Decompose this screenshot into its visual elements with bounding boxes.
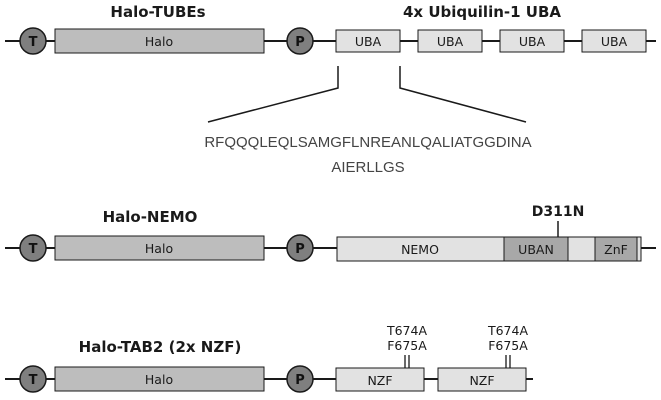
nzf-domain-1 (335, 367, 425, 392)
construct-halo-nemo: Halo-NEMO T Halo P NEMO UBAN ZnF D311N (5, 204, 656, 262)
nzf-domain-1-label: NZF (367, 373, 392, 388)
construct-halo-tab2: Halo-TAB2 (2x NZF) T Halo P NZF NZF T674… (5, 323, 533, 393)
p-tag-label: P (295, 373, 305, 388)
uban-domain (503, 236, 569, 262)
uba-domain-1 (335, 29, 401, 53)
uba-domain-4 (581, 29, 647, 53)
uba-domain-2-label: UBA (437, 34, 464, 49)
nemo-domain-label: NEMO (401, 242, 439, 257)
halo-domain (54, 28, 265, 54)
uba-domain-3 (499, 29, 565, 53)
nzf-domain-2-label: NZF (469, 373, 494, 388)
mutation-label-2-line-1: T674A (487, 323, 528, 338)
construct-halo-tubes: Halo-TUBEs 4x Ubiquilin-1 UBA T Halo P U… (5, 3, 656, 176)
p-tag-circle (286, 234, 314, 262)
t-tag-label: T (29, 35, 38, 50)
t-tag-circle (19, 365, 47, 393)
t-tag-circle (19, 27, 47, 55)
halo-tab2-title: Halo-TAB2 (2x NZF) (79, 338, 242, 356)
uba-domain-3-label: UBA (519, 34, 546, 49)
uba-domain-4-label: UBA (601, 34, 628, 49)
uba-sequence-line-2: AIERLLGS (331, 159, 404, 176)
t-tag-circle (19, 234, 47, 262)
halo-domain-label: Halo (145, 372, 173, 387)
p-tag-label: P (295, 242, 305, 257)
mutation-label-1-line-2: F675A (387, 338, 427, 353)
uba-domain-2 (417, 29, 483, 53)
t-tag-label: T (29, 373, 38, 388)
halo-domain (54, 366, 265, 392)
halo-domain-label: Halo (145, 34, 173, 49)
znf-domain (594, 236, 638, 262)
znf-domain-label: ZnF (604, 242, 628, 257)
halo-domain-label: Halo (145, 241, 173, 256)
halo-tubes-title: Halo-TUBEs (110, 3, 205, 21)
mutation-label-2-line-2: F675A (488, 338, 528, 353)
uba-title: 4x Ubiquilin-1 UBA (403, 3, 561, 21)
p-tag-label: P (295, 35, 305, 50)
halo-domain (54, 235, 265, 261)
uba-sequence-line-1: RFQQQLEQLSAMGFLNREANLQALIATGGDINA (204, 134, 531, 151)
nemo-domain (336, 236, 642, 262)
uba-domain-1-label: UBA (355, 34, 382, 49)
uban-domain-label: UBAN (518, 242, 554, 257)
halo-nemo-title: Halo-NEMO (103, 208, 198, 226)
p-tag-circle (286, 365, 314, 393)
zoom-line-right (399, 66, 527, 123)
t-tag-label: T (29, 242, 38, 257)
nzf-domain-2 (437, 367, 527, 392)
p-tag-circle (286, 27, 314, 55)
zoom-line-left (207, 66, 339, 123)
mutation-label-1-line-1: T674A (386, 323, 427, 338)
d311n-mutation-label: D311N (532, 204, 585, 220)
